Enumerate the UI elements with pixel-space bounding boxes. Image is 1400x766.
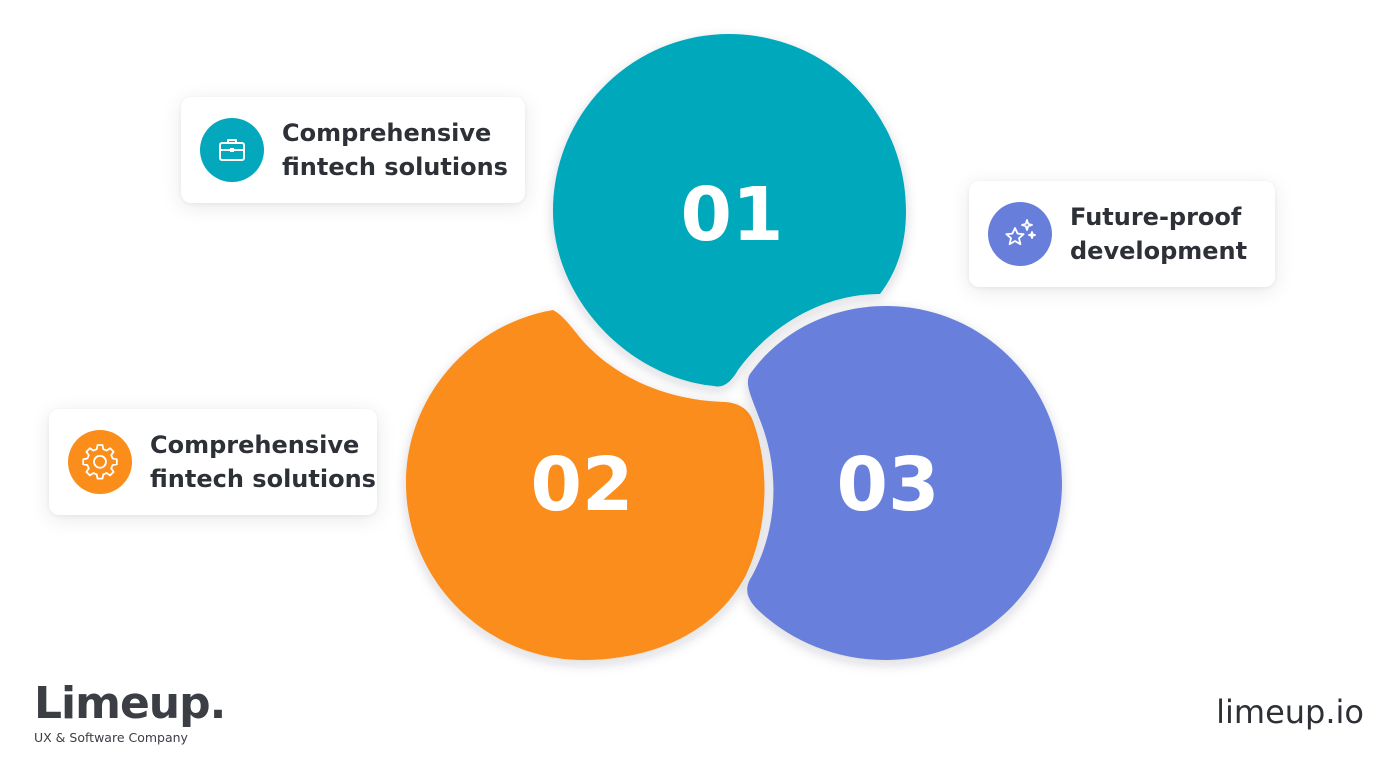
feature-card-1-label: Comprehensive fintech solutions — [282, 119, 508, 181]
circle-02: 02 — [406, 310, 765, 660]
circle-01-number: 01 — [681, 172, 784, 258]
circle-03-number: 03 — [837, 442, 940, 528]
feature-card-2: Comprehensive fintech solutions — [49, 409, 377, 515]
logo-tagline: UX & Software Company — [34, 730, 188, 745]
sparkle-star-icon — [988, 202, 1052, 266]
limeup-logo: Limeup. UX & Software Company — [34, 678, 226, 746]
circle-03-shape — [747, 306, 1062, 660]
feature-card-2-label: Comprehensive fintech solutions — [150, 431, 376, 493]
feature-card-3-label: Future-proof development — [1070, 203, 1248, 265]
website-url: limeup.io — [1216, 693, 1364, 731]
gear-icon — [68, 430, 132, 494]
feature-card-1: Comprehensive fintech solutions — [181, 97, 525, 203]
circle-02-shape — [406, 310, 765, 660]
circle-01-shape — [553, 34, 906, 387]
feature-card-3: Future-proof development — [969, 181, 1275, 287]
logo-wordmark: Limeup. — [34, 678, 226, 729]
briefcase-icon — [200, 118, 264, 182]
circle-01: 01 — [553, 34, 906, 387]
circle-03: 03 — [747, 306, 1062, 660]
circle-02-number: 02 — [531, 442, 634, 528]
